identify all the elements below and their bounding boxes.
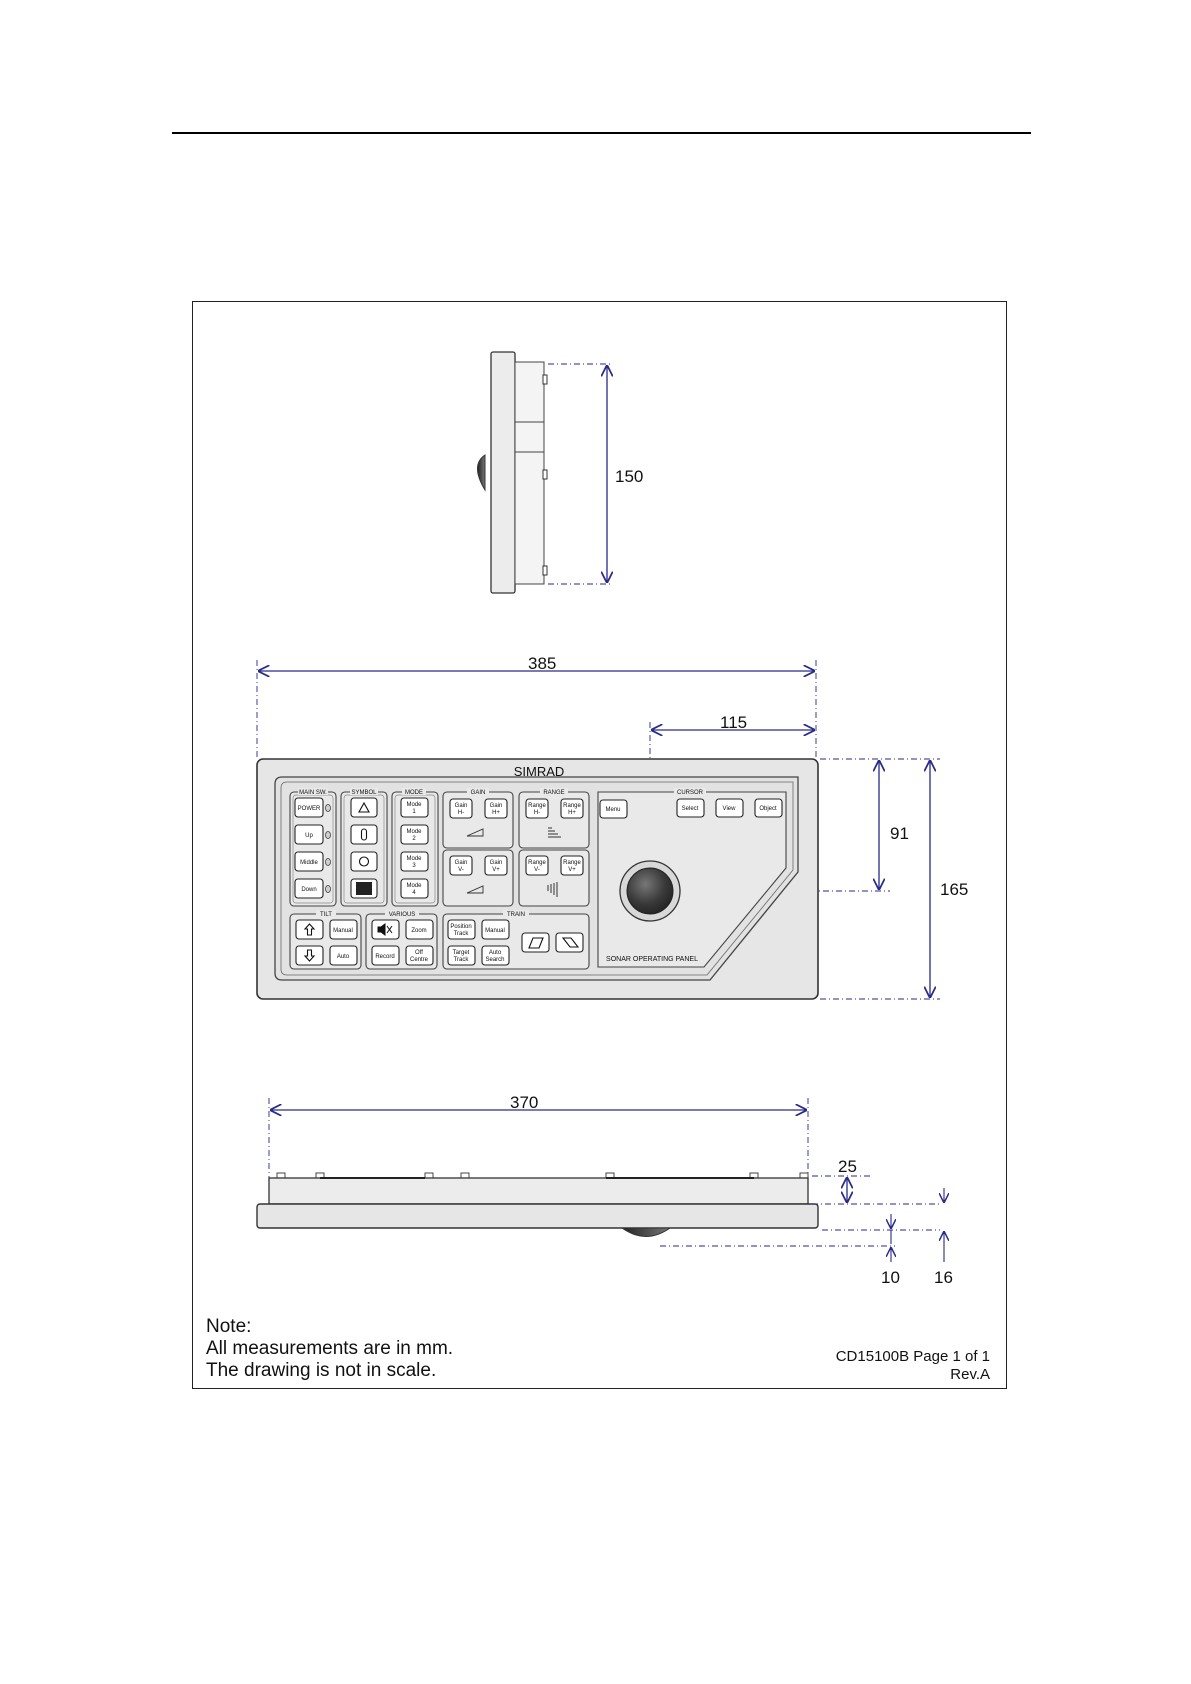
side-front-plate	[490, 351, 516, 594]
target-track-button-line1[interactable]: Target	[453, 950, 470, 956]
dim-91-label: 91	[890, 824, 909, 843]
doc-ref-line-2: Rev.A	[950, 1366, 990, 1383]
drawing-frame	[192, 301, 1007, 1389]
front-view: SIMRAD MAIN SW. SYMBOL MOD	[256, 660, 940, 1000]
speaker-mute-icon	[377, 923, 393, 936]
range-h-minus-button-line2[interactable]: H-	[534, 810, 540, 816]
dim-385-label: 385	[528, 654, 557, 673]
mode3-button-line1[interactable]: Mode	[406, 856, 422, 862]
train-left-icon	[528, 937, 544, 949]
group-label-cursor: CURSOR	[677, 790, 704, 796]
note-line-2: The drawing is not in scale.	[206, 1360, 437, 1381]
panel-footer-label: SONAR OPERATING PANEL	[606, 956, 698, 963]
circle-icon	[358, 856, 370, 867]
mode3-button-line2[interactable]: 3	[412, 863, 416, 869]
arrow-up-icon	[303, 923, 316, 936]
dim-115-label: 115	[720, 713, 748, 732]
filled-square-icon	[356, 882, 372, 895]
train-manual-button[interactable]: Manual	[485, 928, 505, 934]
top-rule	[172, 132, 1031, 134]
group-label-various: VARIOUS	[389, 912, 416, 918]
dim-10-label: 10	[881, 1268, 900, 1287]
gain-h-minus-button-line2[interactable]: H-	[458, 810, 464, 816]
target-track-button-line2[interactable]: Track	[454, 957, 470, 963]
select-button[interactable]: Select	[682, 806, 699, 812]
gain-wedge-icon	[466, 885, 484, 894]
triangle-icon	[358, 801, 370, 813]
zoom-button[interactable]: Zoom	[411, 928, 426, 934]
train-right-icon	[561, 937, 580, 948]
dim-25-label: 25	[838, 1157, 857, 1176]
menu-button[interactable]: Menu	[605, 807, 620, 813]
off-centre-button-line1[interactable]: Off	[415, 950, 423, 956]
range-h-minus-button-line1[interactable]: Range	[528, 803, 546, 809]
side-body	[514, 361, 545, 585]
document-reference: CD15100B Page 1 of 1 Rev.A	[836, 1348, 990, 1384]
range-v-minus-button-line2[interactable]: V-	[534, 867, 540, 873]
view-button[interactable]: View	[723, 806, 737, 812]
gain-h-plus-button-line1[interactable]: Gain	[490, 803, 503, 809]
mode4-button-line2[interactable]: 4	[412, 890, 416, 896]
side-trackball	[477, 454, 486, 492]
bottom-trackball	[620, 1227, 672, 1237]
gain-h-plus-button-line2[interactable]: H+	[492, 810, 500, 816]
group-label-mode: MODE	[405, 790, 423, 796]
tilt-auto-button[interactable]: Auto	[337, 954, 350, 960]
mode2-button-line1[interactable]: Mode	[406, 829, 422, 835]
up-button[interactable]: Up	[305, 833, 313, 839]
note-line-1: All measurements are in mm.	[206, 1338, 454, 1359]
gain-wedge-icon	[466, 828, 484, 837]
auto-search-button-line2[interactable]: Search	[485, 957, 504, 963]
power-button[interactable]: POWER	[298, 806, 321, 812]
bottom-front-plate	[256, 1203, 819, 1229]
gain-v-minus-button-line2[interactable]: V-	[458, 867, 464, 873]
range-h-plus-button-line2[interactable]: H+	[568, 810, 576, 816]
horizontal-range-icon	[548, 827, 561, 838]
object-button[interactable]: Object	[759, 806, 777, 812]
off-centre-button-line2[interactable]: Centre	[410, 957, 429, 963]
range-v-plus-button-line2[interactable]: V+	[568, 867, 576, 873]
gain-h-minus-button-line1[interactable]: Gain	[455, 803, 468, 809]
dim-16-label: 16	[934, 1268, 953, 1287]
dim-370-label: 370	[510, 1093, 539, 1112]
trackball[interactable]	[626, 867, 674, 915]
side-view	[477, 351, 613, 594]
auto-search-button-line1[interactable]: Auto	[489, 950, 502, 956]
group-label-tilt: TILT	[320, 912, 332, 918]
group-label-range: RANGE	[543, 790, 564, 796]
gain-v-plus-button-line2[interactable]: V+	[492, 867, 500, 873]
group-label-gain: GAIN	[471, 790, 486, 796]
group-label-main-sw: MAIN SW.	[299, 790, 327, 796]
panel-brand: SIMRAD	[514, 764, 565, 779]
down-button[interactable]: Down	[301, 887, 316, 893]
record-button[interactable]: Record	[375, 954, 394, 960]
gain-v-plus-button-line1[interactable]: Gain	[490, 860, 503, 866]
dim-150-label: 150	[615, 467, 644, 486]
vertical-range-icon	[547, 882, 558, 897]
bottom-view	[256, 1098, 944, 1262]
range-h-plus-button-line1[interactable]: Range	[563, 803, 581, 809]
position-track-button-line2[interactable]: Track	[454, 931, 470, 937]
mode1-button-line2[interactable]: 1	[412, 809, 416, 815]
range-v-plus-button-line1[interactable]: Range	[563, 860, 581, 866]
mode4-button-line1[interactable]: Mode	[406, 883, 422, 889]
note-block: Note: All measurements are in mm. The dr…	[206, 1316, 453, 1382]
group-label-symbol: SYMBOL	[351, 790, 377, 796]
range-v-minus-button-line1[interactable]: Range	[528, 860, 546, 866]
bottom-body	[268, 1177, 809, 1205]
gain-v-minus-button-line1[interactable]: Gain	[455, 860, 468, 866]
arrow-down-icon	[303, 949, 316, 962]
capsule-icon	[360, 828, 368, 841]
note-heading: Note:	[206, 1316, 252, 1337]
position-track-button-line1[interactable]: Position	[450, 924, 471, 930]
doc-ref-line-1: CD15100B Page 1 of 1	[835, 1348, 990, 1365]
group-label-train: TRAIN	[507, 912, 525, 918]
middle-button[interactable]: Middle	[300, 860, 318, 866]
mode2-button-line2[interactable]: 2	[412, 836, 416, 842]
dim-165-label: 165	[940, 880, 969, 899]
tilt-manual-button[interactable]: Manual	[333, 928, 353, 934]
mode1-button-line1[interactable]: Mode	[406, 802, 422, 808]
